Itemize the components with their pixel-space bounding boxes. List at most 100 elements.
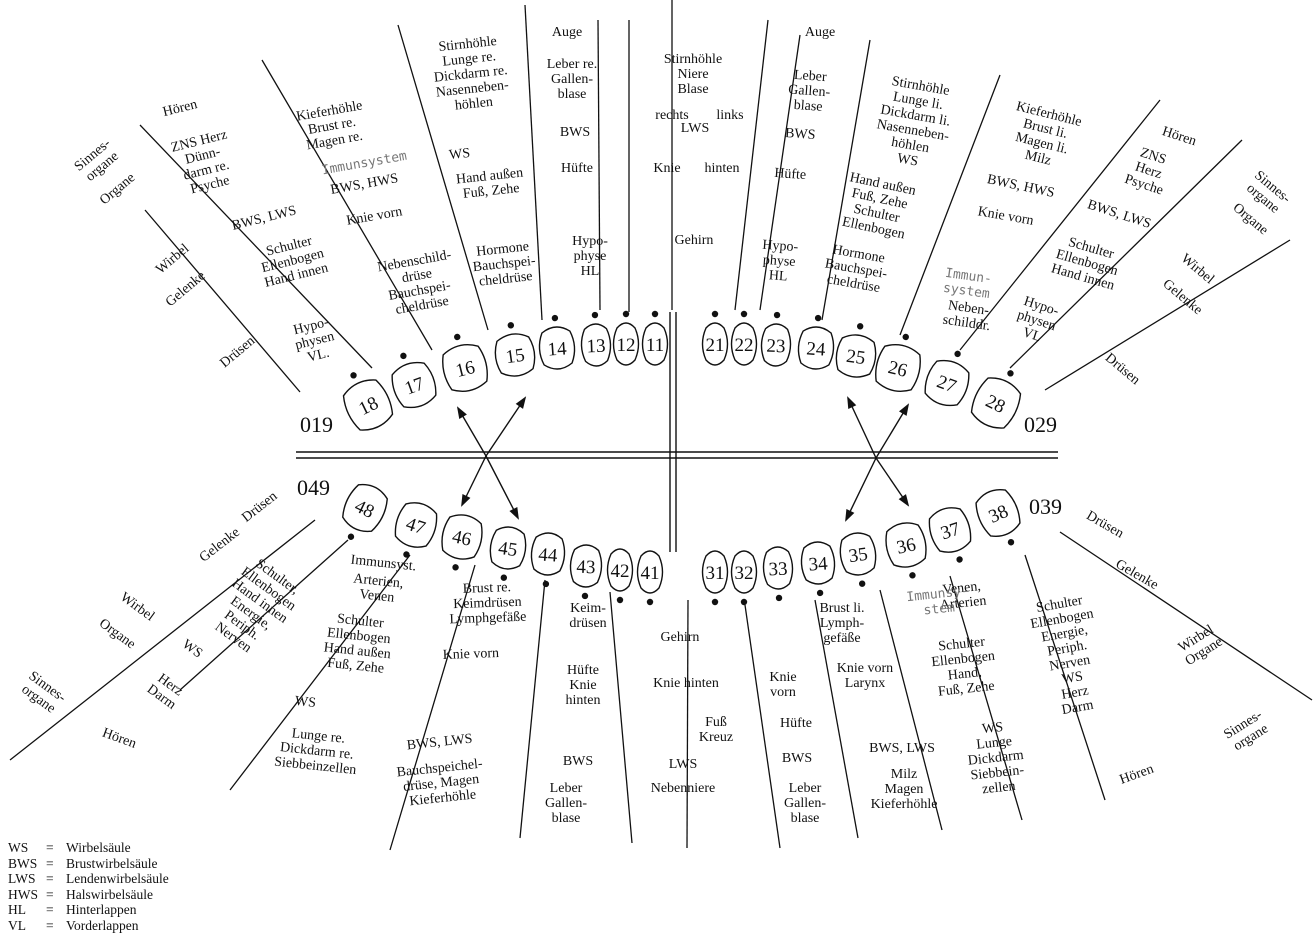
tooth-dot [711,310,719,318]
label-line: Hand außen [323,640,391,662]
legend-row: LWS=Lendenwirbelsäule [8,871,169,887]
label-line: HL [768,268,788,284]
label-line: BWS, LWS [230,203,298,233]
tooth-dot [651,310,659,318]
label-line: hinten [566,693,601,708]
label-line: Hören [1160,124,1198,149]
tooth-outline [701,322,729,366]
label-line: Fuß, Zehe [937,679,995,700]
label-ur23-druesen: Hypo-physeHL [760,238,799,285]
label-line: Nebenniere [651,781,716,796]
tooth-outline [391,361,437,409]
legend-row: HWS=Halswirbelsäule [8,887,169,903]
legend-abbr: HWS [8,886,38,902]
tooth-dot [551,314,559,322]
label-line: stem [923,600,956,618]
label-ol-druesen: Drüsen [217,334,258,371]
label-line: Gelenke [1160,277,1205,318]
label-line: zellen [982,779,1017,797]
label-line: Gehirn [675,233,714,248]
label-line: höhlen [454,95,493,114]
tooth-outline [612,322,640,366]
label-line: Drüsen [1083,508,1126,541]
tooth-dot [814,314,822,322]
label-ll46-ws: WS [294,694,316,711]
tooth-number: 45 [497,538,519,561]
label-line: Lunge re. [291,726,346,747]
tooth-number: 21 [706,335,725,356]
label-ul15-druesen: HormoneBauchspei-cheldrüse [471,239,539,290]
label-line: Brust li. [819,601,864,616]
label-line: Fuß [705,715,727,730]
tooth-number: 46 [450,526,473,550]
tooth-dot [500,574,508,581]
label-line: Neben- [947,298,990,319]
tooth-number: 25 [845,346,867,369]
label-ul13-auge: Auge [552,25,582,40]
label-line: LWS [669,757,698,772]
label-ul13-organe: Leber re.Gallen-blase [547,57,598,102]
tooth-outline [538,326,576,370]
tooth-dot [542,580,550,588]
tooth-34: 34 [800,541,836,597]
label-line: Nerven [1048,653,1091,675]
quadrant-code-q2: 029 [1024,412,1057,437]
tooth-outline [606,548,634,592]
label-line: vorn [770,685,796,700]
label-line: cheldrüse [478,269,533,290]
label-lr35-brust: Brust li.Lymph-gefäße [819,601,864,646]
tooth-11: 11 [641,310,669,366]
label-im-ll: Immunsyst. [350,553,417,575]
label-line: Knie [653,161,680,176]
legend-abbr: HL [8,902,26,917]
label-line: WS [448,146,470,163]
label-lr38-gel: SchulterEllenbogenEnergie,Periph.NervenW… [1027,592,1111,721]
label-line: Hören [1118,762,1156,788]
label-lr36-venen: Venen,Arterien [938,579,988,614]
label-line: Knie hinten [653,676,719,691]
tooth-outline [928,507,972,553]
arrow-head [845,508,855,522]
label-ur26-neben: Neben-schilddr. [942,298,994,334]
label-line: Gallen- [545,796,587,811]
tooth-dot [1007,539,1015,546]
label-ol-gelenke: Gelenke [163,269,208,310]
divider-line [229,554,411,791]
label-ct-links: links [716,108,743,123]
label-line: Lymph- [820,616,865,631]
tooth-25: 25 [835,323,877,378]
label-line: Gallen- [788,83,831,101]
label-ll48-herz: HerzDarm [144,670,188,713]
label-line: LWS [681,121,710,136]
tooth-dot [403,551,410,558]
label-line: Lymphgefäße [449,610,526,628]
label-ul17-sinne: KieferhöhleBrust re.Magen re. [295,98,369,154]
label-ll45-bws: BWS, LWS [406,732,473,754]
divider-line [899,74,1001,336]
tooth-outline [442,344,488,392]
label-line: Hüfte [780,716,812,731]
tooth-48: 48 [342,483,388,540]
label-line: Magen [885,782,924,797]
tooth-number: 32 [735,563,754,584]
tooth-dot [347,533,355,540]
divider-line [597,19,601,311]
label-ll-druesen: Drüsen [239,489,280,526]
tooth-46: 46 [441,514,483,571]
tooth-dot [858,580,866,587]
label-ct-hinten: hinten [705,161,740,176]
legend-text: Brustwirbelsäule [66,855,158,871]
tooth-number: 43 [576,557,596,579]
label-line: Kieferhöhle [871,797,938,812]
tooth-31: 31 [701,550,729,606]
label-line: Larynx [845,676,885,691]
quadrant-code-q4: 049 [297,475,330,500]
label-line: WS [981,720,1003,737]
divider-line [1024,554,1106,801]
label-line: Hypo- [762,238,799,255]
divider-lines [9,0,1313,851]
